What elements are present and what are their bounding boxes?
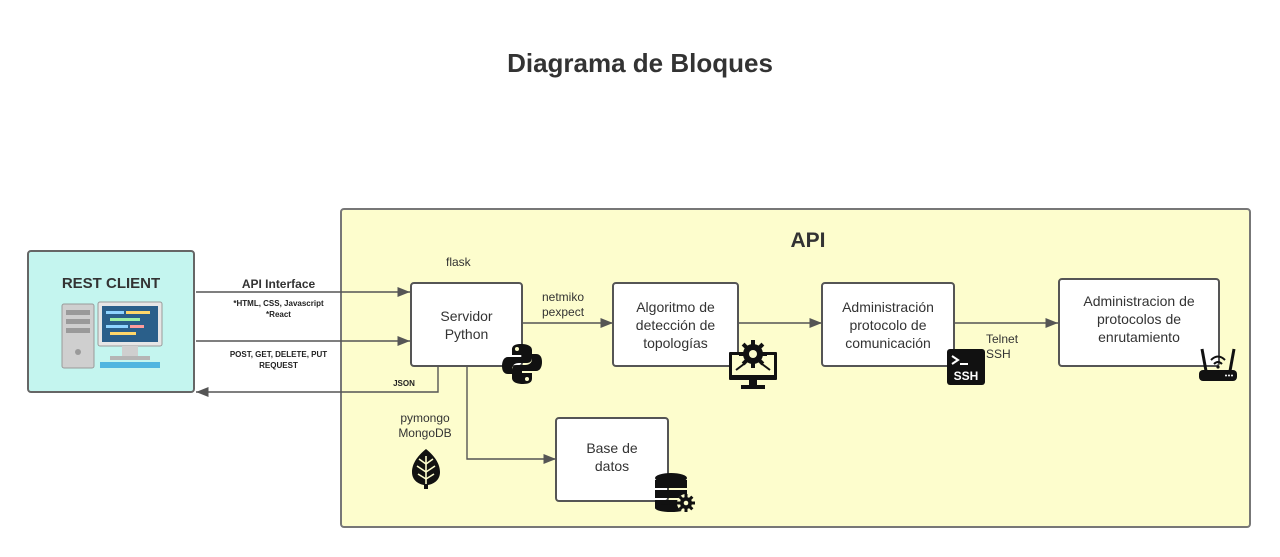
python-icon bbox=[502, 344, 542, 384]
api-interface-detail: *HTML, CSS, Javascript *React bbox=[233, 299, 324, 319]
ssh-terminal-icon: SSH bbox=[947, 349, 985, 385]
database-gear-icon bbox=[655, 473, 695, 512]
api-interface-label: API Interface bbox=[241, 277, 316, 291]
routing-admin-block: Administracion de protocolos de enrutami… bbox=[1058, 278, 1220, 367]
topology-algorithm-label: Algoritmo de detección de topologías bbox=[635, 298, 716, 351]
database-label: Base de datos bbox=[586, 440, 638, 474]
api-panel bbox=[340, 208, 1251, 528]
telnet-ssh-label: Telnet SSH bbox=[986, 332, 1019, 361]
json-label: JSON bbox=[393, 379, 415, 388]
request-methods-label: POST, GET, DELETE, PUT REQUEST bbox=[229, 350, 328, 370]
netmiko-label: netmiko pexpect bbox=[542, 290, 585, 319]
api-title: API bbox=[790, 229, 826, 252]
protocol-admin-block: Administración protocolo de comunicación bbox=[821, 282, 955, 367]
topology-algorithm-block: Algoritmo de detección de topologías bbox=[612, 282, 739, 367]
mongodb-leaf-icon bbox=[412, 449, 440, 489]
server-to-database-arrow bbox=[466, 366, 556, 465]
server-python-block: Servidor Python bbox=[410, 282, 523, 367]
pymongo-label: pymongo MongoDB bbox=[398, 411, 452, 440]
json-response-arrow bbox=[196, 366, 439, 398]
monitor-gear-icon bbox=[729, 340, 777, 389]
computer-icon bbox=[61, 301, 163, 369]
router-icon bbox=[1199, 348, 1237, 381]
protocol-admin-label: Administración protocolo de comunicación bbox=[842, 298, 934, 351]
svg-text:SSH: SSH bbox=[954, 369, 979, 383]
flask-label: flask bbox=[446, 255, 471, 269]
page-title: Diagrama de Bloques bbox=[507, 48, 773, 78]
server-python-label: Servidor Python bbox=[440, 307, 493, 342]
rest-client-title: REST CLIENT bbox=[61, 275, 161, 292]
database-block: Base de datos bbox=[555, 417, 669, 502]
routing-admin-label: Administracion de protocolos de enrutami… bbox=[1083, 293, 1195, 345]
